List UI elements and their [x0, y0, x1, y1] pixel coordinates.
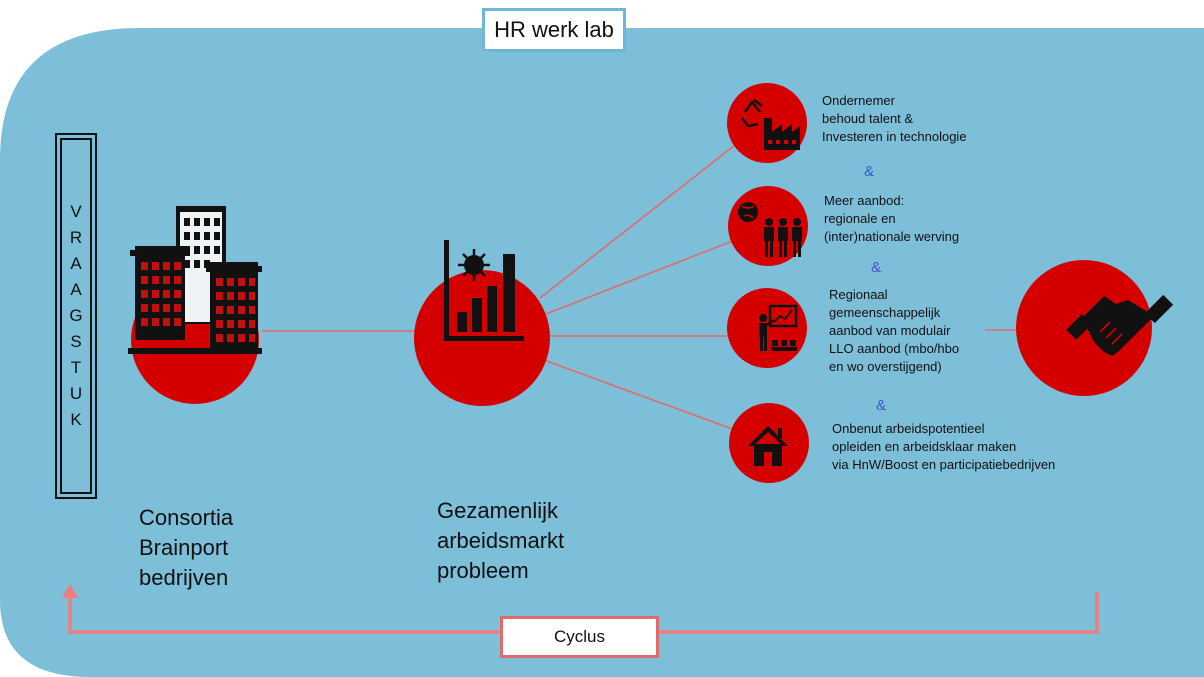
vraagstuk-letter: S	[70, 332, 82, 351]
left-node-line: bedrijven	[139, 565, 229, 590]
option-line: via HnW/Boost en participatiebedrijven	[832, 457, 1056, 472]
option-line: gemeenschappelijk	[829, 305, 941, 320]
middle-node-line: probleem	[437, 558, 529, 583]
cycle-arrowhead-icon	[62, 584, 78, 598]
ampersand-3: &	[876, 397, 887, 414]
title-box: HR werk lab	[482, 8, 626, 52]
option-line: LLO aanbod (mbo/hbo	[829, 341, 960, 356]
cycle-label: Cyclus	[553, 627, 605, 646]
vraagstuk-letter: A	[70, 280, 82, 299]
ampersand-1: &	[864, 163, 875, 180]
office-buildings-icon	[128, 206, 262, 354]
option-line: (inter)nationale werving	[824, 229, 960, 244]
middle-node-line: arbeidsmarkt	[437, 528, 565, 553]
ampersand-2: &	[871, 259, 882, 276]
vraagstuk-box: V R A A G S T U K	[55, 133, 97, 499]
left-node-line: Consortia	[139, 505, 234, 530]
left-node-label: Consortia Brainport bedrijven	[139, 503, 233, 593]
connector-lines	[262, 144, 1020, 431]
people-globe-icon	[738, 202, 802, 257]
option-line: Ondernemer	[822, 93, 895, 108]
option-2-text: Meer aanbod: regionale en (inter)nationa…	[824, 192, 959, 246]
option-line: Onbenut arbeidspotentieel	[832, 421, 985, 436]
middle-node-label: Gezamenlijk arbeidsmarkt probleem	[437, 496, 564, 586]
option-line: Regionaal	[829, 287, 888, 302]
background-panel	[0, 28, 1204, 677]
vraagstuk-letter: R	[69, 228, 83, 247]
vraagstuk-letters: V R A A G S T U K	[60, 138, 92, 494]
middle-node-line: Gezamenlijk	[437, 498, 559, 523]
vraagstuk-letter: U	[69, 384, 83, 403]
option-4-text: Onbenut arbeidspotentieel opleiden en ar…	[832, 420, 1055, 474]
option-line: behoud talent &	[822, 111, 914, 126]
vraagstuk-letter: A	[70, 254, 82, 273]
option-line: en wo overstijgend)	[829, 359, 942, 374]
vraagstuk-letter: T	[70, 358, 82, 377]
vraagstuk-letter: K	[70, 410, 82, 429]
teacher-board-icon	[759, 304, 798, 351]
vraagstuk-letter: V	[70, 202, 82, 221]
factory-recycle-icon	[741, 99, 800, 150]
bar-chart-virus-icon	[444, 240, 524, 341]
option-line: aanbod van modulair	[829, 323, 951, 338]
option-line: regionale en	[824, 211, 896, 226]
house-icon	[748, 426, 788, 466]
left-node-line: Brainport	[139, 535, 229, 560]
option-line: Meer aanbod:	[824, 193, 905, 208]
option-circle-4	[729, 403, 809, 483]
option-3-text: Regionaal gemeenschappelijk aanbod van m…	[829, 286, 959, 376]
cycle-label-box: Cyclus	[500, 616, 659, 658]
option-1-text: Ondernemer behoud talent & Investeren in…	[822, 92, 967, 146]
handshake-icon	[1066, 294, 1174, 356]
option-line: Investeren in technologie	[822, 129, 967, 144]
option-line: opleiden en arbeidsklaar maken	[832, 439, 1017, 454]
page-title: HR werk lab	[494, 17, 614, 42]
vraagstuk-letter: G	[69, 306, 83, 325]
